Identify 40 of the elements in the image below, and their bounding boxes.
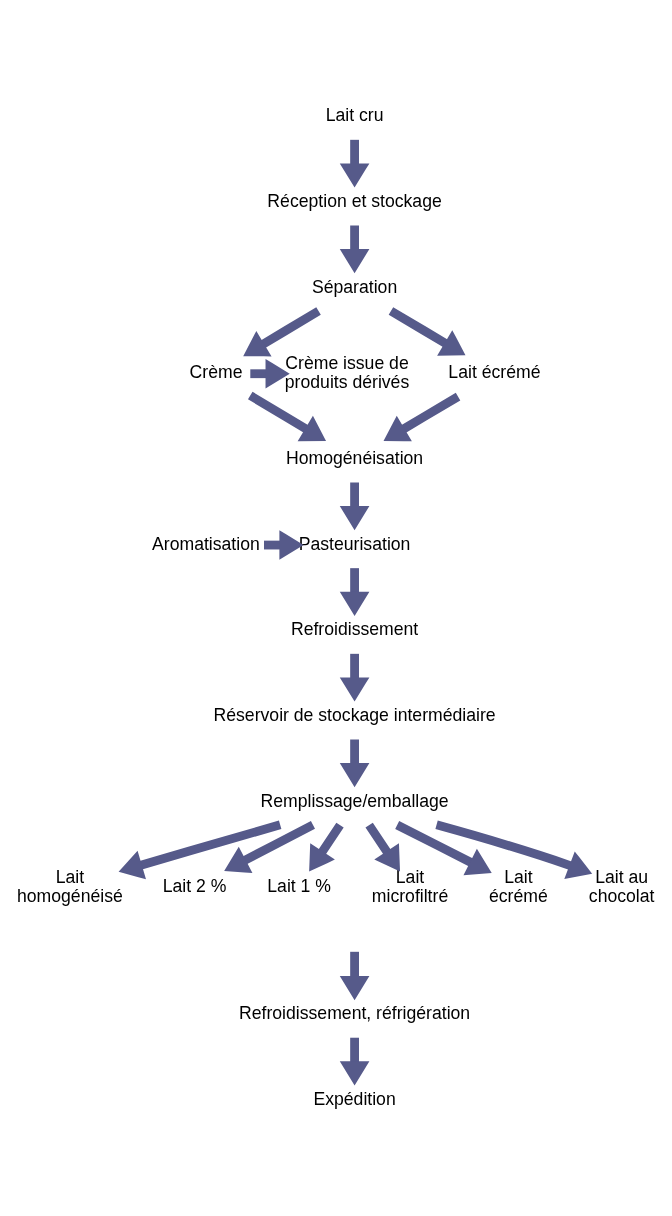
node-text: Lait 1 %: [267, 875, 331, 896]
node-text: Lait cru: [325, 104, 384, 125]
node-text: Refroidissement: [290, 618, 419, 639]
arrow: [339, 567, 370, 616]
node-text: Lait écrémé: [448, 361, 541, 382]
arrow: [435, 820, 593, 879]
arrow: [264, 529, 304, 560]
node-text: Crème issue de produits dérivés: [284, 352, 410, 392]
node-text: Crème: [189, 361, 243, 382]
arrow: [339, 951, 370, 1000]
arrow: [339, 225, 370, 273]
arrow: [395, 820, 492, 875]
node-text: Lait microfiltré: [371, 866, 449, 906]
node-text: Aromatisation: [152, 533, 260, 554]
node-text: Séparation: [311, 276, 398, 297]
arrow: [388, 306, 466, 356]
node-text: Lait 2 %: [162, 875, 227, 896]
arrow: [243, 306, 321, 356]
node-text: Lait écrémé: [488, 866, 548, 906]
arrow: [383, 392, 461, 441]
node-text: Lait au chocolat: [588, 866, 655, 906]
node-text: Remplissage/emballage: [260, 790, 449, 811]
arrow: [248, 391, 327, 441]
node-text: Lait homogénéisé: [16, 866, 123, 906]
node-text: Refroidissement, réfrigération: [238, 1002, 471, 1023]
arrow: [339, 739, 370, 787]
arrow: [339, 653, 370, 702]
node-text: Pasteurisation: [298, 533, 411, 554]
arrow: [118, 820, 282, 879]
arrow: [250, 358, 290, 389]
arrow: [339, 139, 370, 188]
arrow: [224, 820, 315, 873]
arrow: [339, 1037, 370, 1085]
node-text: Homogénéisation: [286, 447, 424, 468]
arrow: [339, 482, 370, 530]
arrow: [309, 822, 344, 871]
arrow: [365, 822, 401, 871]
node-text: Réception et stockage: [267, 190, 442, 211]
node-text: Réservoir de stockage intermédiaire: [213, 704, 496, 725]
node-text: Expédition: [313, 1088, 396, 1109]
